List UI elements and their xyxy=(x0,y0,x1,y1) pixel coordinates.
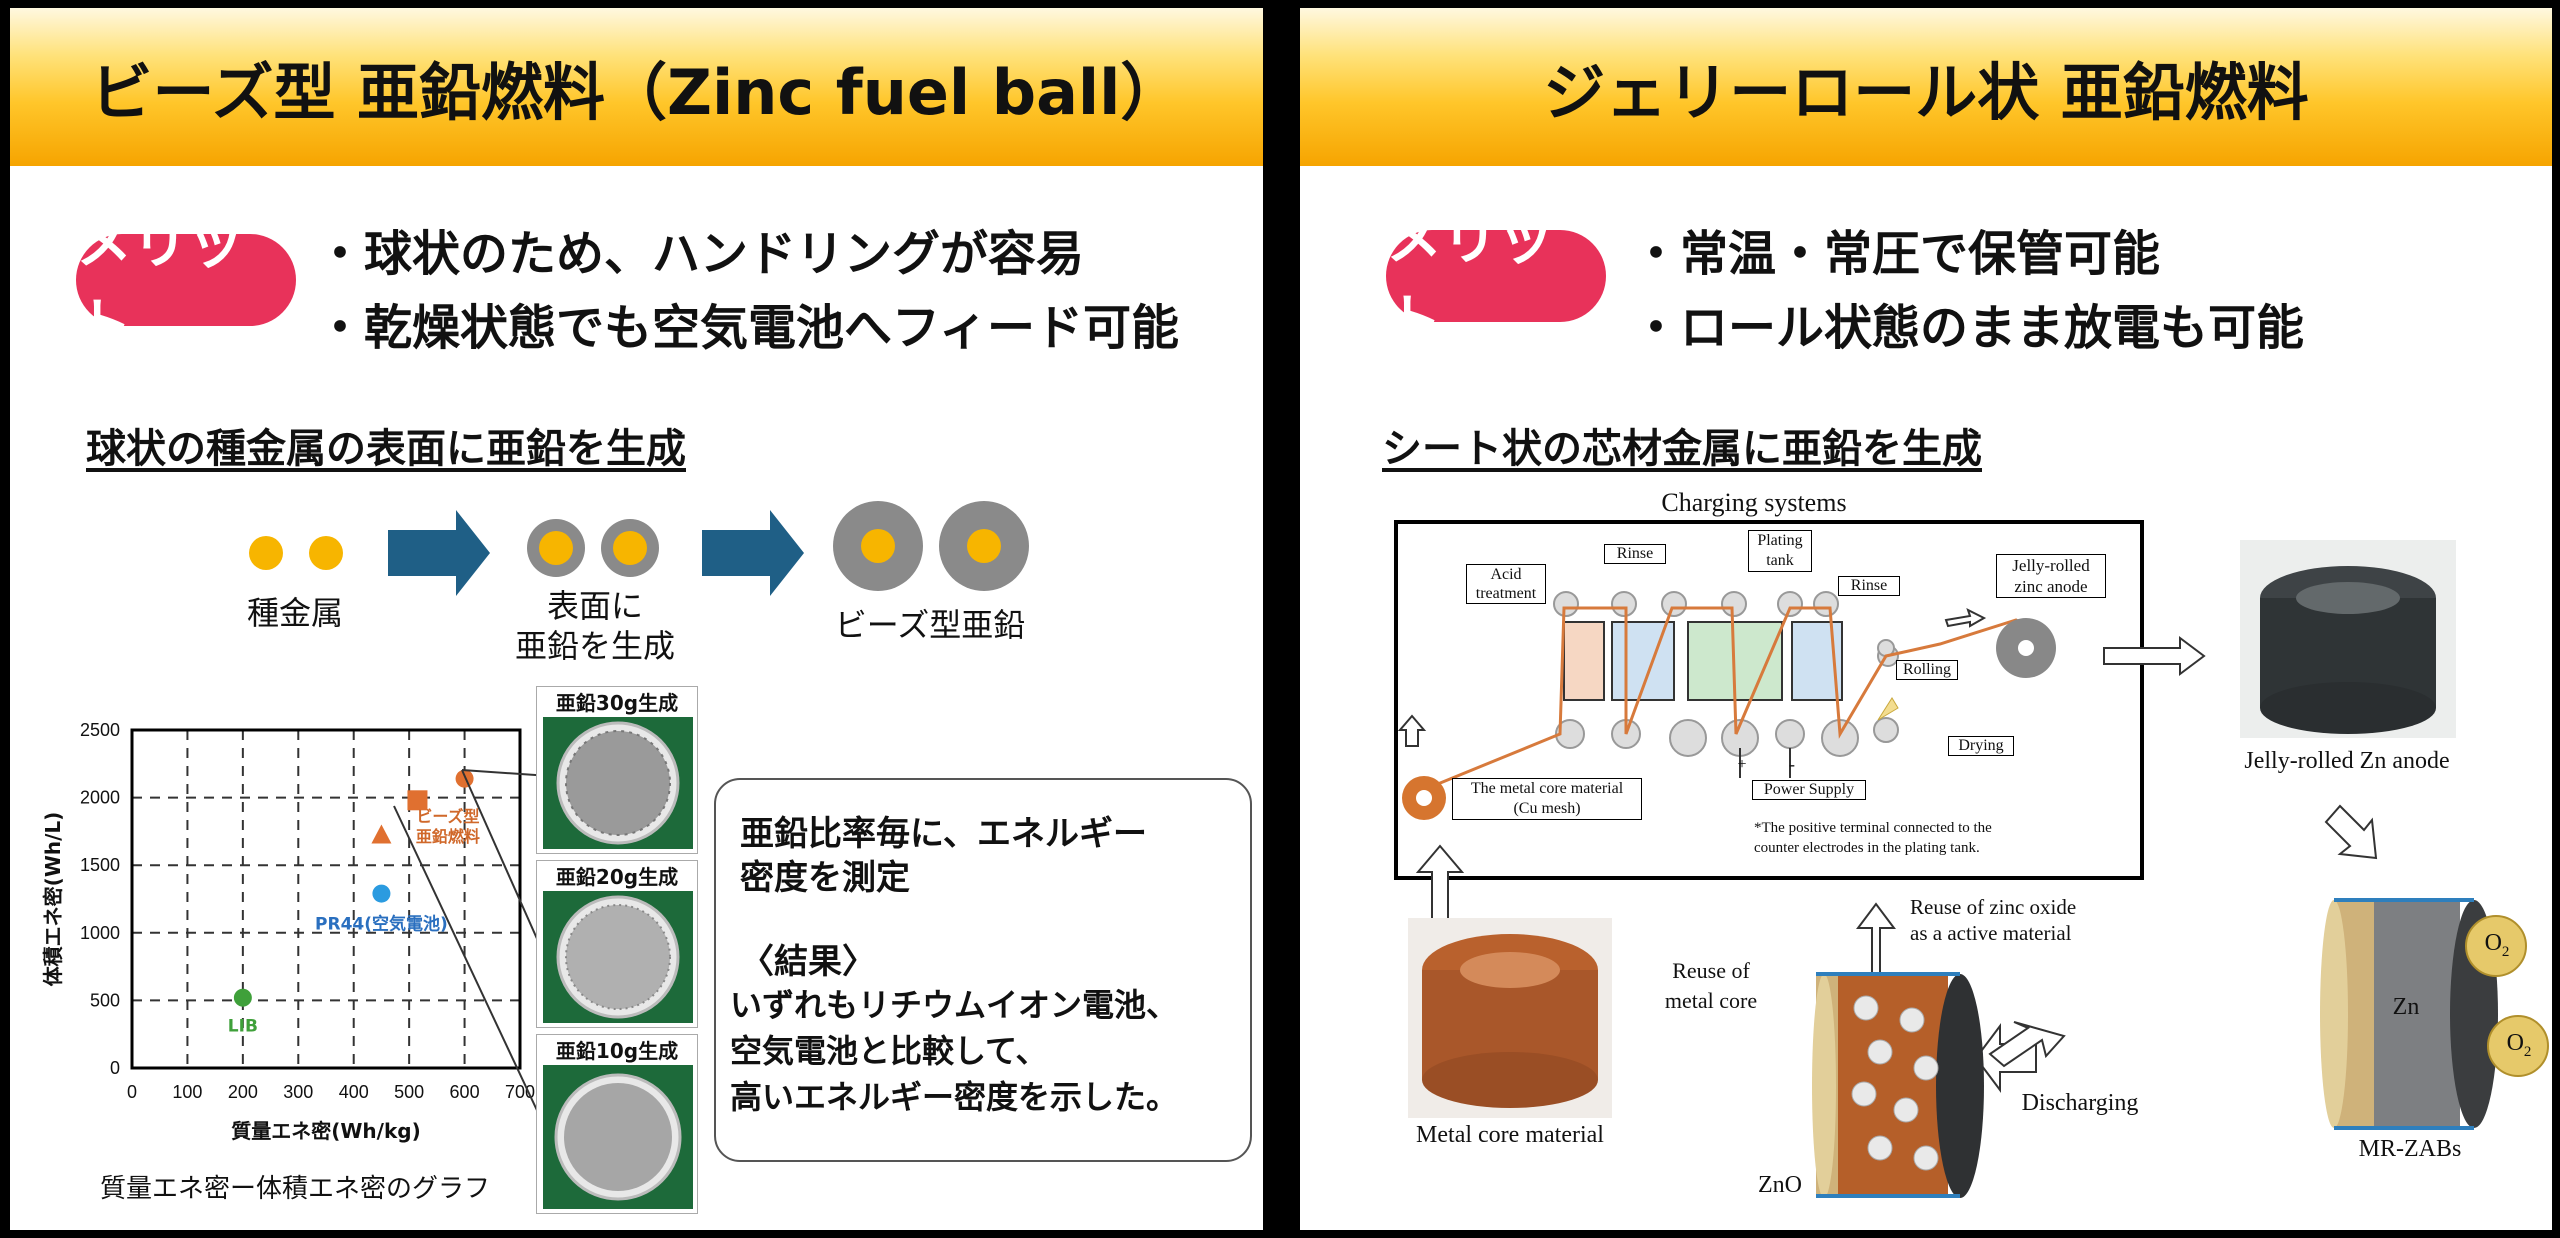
rinse-label-2: Rinse xyxy=(1838,576,1900,596)
right-merit-2: ・ロール状態のまま放電も可能 xyxy=(1632,300,2305,356)
o2-label-a: O2 xyxy=(2484,930,2510,960)
bead-annotation-line-2: 亜鉛燃料 xyxy=(416,827,480,846)
discharging-label: Discharging xyxy=(2021,1090,2139,1116)
arrow-to-jellyroll-icon xyxy=(2103,636,2206,676)
x-tick-label: 0 xyxy=(127,1082,137,1102)
drying-label: Drying xyxy=(1948,736,2014,756)
left-title: ビーズ型 亜鉛燃料（Zinc fuel ball） xyxy=(10,8,1263,166)
photo-zinc-10g: 亜鉛10g生成 xyxy=(536,1034,698,1214)
seed-metal-ball xyxy=(249,536,283,570)
y-tick-label: 2000 xyxy=(80,788,120,808)
data-point xyxy=(371,824,392,844)
photo-zinc-30g: 亜鉛30g生成 xyxy=(536,686,698,854)
process-label-bead: ビーズ型亜鉛 xyxy=(834,606,1026,644)
result-line-5: 空気電池と比較して、 xyxy=(730,1032,1048,1070)
result-line-1: 亜鉛比率毎に、エネルギー xyxy=(740,814,1147,854)
plus-sign: + xyxy=(1737,756,1747,773)
x-tick-label: 100 xyxy=(172,1082,202,1102)
x-tick-label: 200 xyxy=(228,1082,258,1102)
seed-metal-ball xyxy=(309,536,343,570)
minus-sign: - xyxy=(1789,754,1795,774)
process-arrow-icon xyxy=(388,510,490,596)
left-merit-badge: メリット xyxy=(76,212,296,358)
energy-density-chart: 0 100 200 300 400 500 600 700 0 500 1000 1500 2000 25… xyxy=(41,720,535,1143)
rolling-label: Rolling xyxy=(1896,660,1958,680)
left-panel: ビーズ型 亜鉛燃料（Zinc fuel ball） メリット ・球状のため、ハン… xyxy=(10,8,1263,1230)
right-panel: ジェリーロール状 亜鉛燃料 メリット ・常温・常圧で保管可能 ・ロール状態のまま… xyxy=(1300,8,2552,1230)
left-merit-2: ・乾燥状態でも空気電池へフィード可能 xyxy=(316,300,1180,356)
y-tick-label: 0 xyxy=(110,1058,120,1078)
arrow-up-core-icon xyxy=(1415,844,1465,927)
rinse-label-1: Rinse xyxy=(1604,544,1666,564)
left-section-heading: 球状の種金属の表面に亜鉛を生成 xyxy=(86,426,686,472)
y-tick-label: 1000 xyxy=(80,923,120,943)
result-line-3: 〈結果〉 xyxy=(740,942,876,982)
point-label: PR44(空気電池) xyxy=(315,914,448,935)
right-section-heading: シート状の芯材金属に亜鉛を生成 xyxy=(1382,426,1982,472)
result-line-4: いずれもリチウムイオン電池、 xyxy=(730,986,1179,1024)
left-merit-1: ・球状のため、ハンドリングが容易 xyxy=(316,226,1085,282)
result-line-2: 密度を測定 xyxy=(740,858,910,898)
process-arrow-icon xyxy=(702,510,804,596)
process-label-coat: 表面に 亜鉛を生成 xyxy=(514,587,675,665)
metal-core-material-caption: Metal core material xyxy=(1416,1122,1604,1148)
right-title: ジェリーロール状 亜鉛燃料 xyxy=(1300,8,2552,166)
result-box: 亜鉛比率毎に、エネルギー 密度を測定 〈結果〉 いずれもリチウムイオン電池、 空… xyxy=(714,778,1252,1162)
charging-system-diagram xyxy=(1394,520,2549,1198)
process-label-seed: 種金属 xyxy=(246,594,343,632)
x-tick-label: 300 xyxy=(283,1082,313,1102)
y-axis-label: 体積エネ密(Wh/L) xyxy=(41,812,65,987)
y-tick-label: 1500 xyxy=(80,855,120,875)
arrow-discharge-icon xyxy=(1988,1021,2066,1068)
x-axis-label: 質量エネ密(Wh/kg) xyxy=(231,1119,421,1143)
x-tick-label: 500 xyxy=(394,1082,424,1102)
right-merit-1: ・常温・常圧で保管可能 xyxy=(1632,226,2161,282)
y-tick-label: 500 xyxy=(90,990,120,1010)
mr-zabs-label: MR-ZABs xyxy=(2358,1136,2462,1162)
x-tick-label: 700 xyxy=(505,1082,535,1102)
y-tick-label: 2500 xyxy=(80,720,120,740)
chart-caption: 質量エネ密ー体積エネ密のグラフ xyxy=(100,1174,491,1204)
data-point xyxy=(372,884,391,903)
data-point xyxy=(455,769,474,788)
zno-label: ZnO xyxy=(1758,1172,1802,1198)
x-tick-label: 600 xyxy=(450,1082,480,1102)
result-line-6: 高いエネルギー密度を示した。 xyxy=(730,1078,1179,1116)
o2-label-b: O2 xyxy=(2506,1030,2532,1060)
x-tick-label: 400 xyxy=(339,1082,369,1102)
point-label: LIB xyxy=(228,1017,258,1037)
photo-zinc-20g: 亜鉛20g生成 xyxy=(536,860,698,1028)
power-supply-label: Power Supply xyxy=(1752,780,1866,800)
charging-systems-label: Charging systems xyxy=(1661,488,1847,517)
arrow-down-icon xyxy=(2324,804,2378,860)
jelly-zn-anode-caption: Jelly-rolled Zn anode xyxy=(2244,748,2450,774)
zn-label: Zn xyxy=(2392,994,2420,1020)
bead-process-diagram xyxy=(249,501,1029,596)
data-point xyxy=(233,988,252,1007)
data-point xyxy=(407,790,428,811)
bead-annotation-line-1: ビーズ型 xyxy=(416,807,479,826)
metal-core-cu-label: The metal core material(Cu mesh) xyxy=(1452,778,1642,820)
